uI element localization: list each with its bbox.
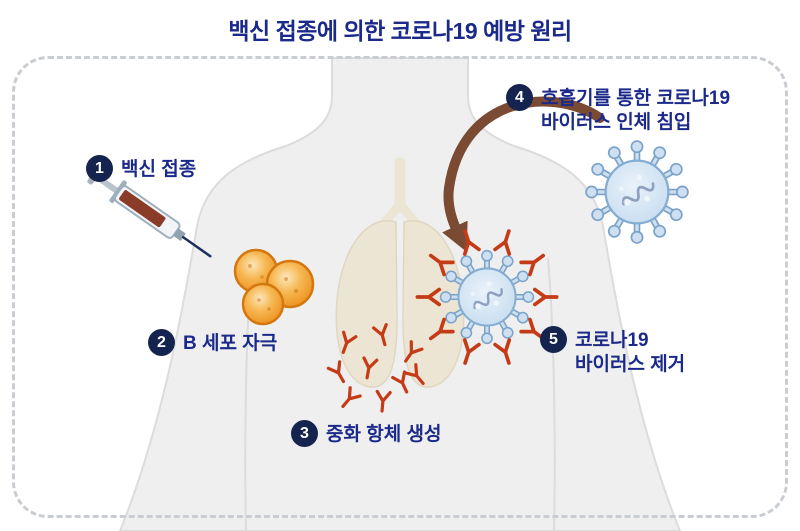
step-5-label-line-2: 바이러스 제거 (575, 353, 686, 375)
step-5: 5 코로나19 바이러스 제거 (540, 326, 685, 377)
body-silhouette (118, 57, 682, 531)
step-5-badge: 5 (540, 326, 567, 353)
step-3-label-line: 중화 항체 생성 (326, 424, 442, 445)
step-2-label: B 세포 자극 (183, 329, 277, 356)
step-1-label: 백신 접종 (121, 155, 196, 182)
step-5-label-line-1: 코로나19 (575, 330, 649, 351)
step-3: 3 중화 항체 생성 (291, 420, 441, 447)
step-4-label-line-2: 바이러스 인체 침입 (541, 111, 692, 133)
diagram-title: 백신 접종에 의한 코로나19 예방 원리 (228, 18, 572, 44)
virus-entry-arrow (442, 96, 605, 252)
step-1: 1 백신 접종 (86, 155, 196, 182)
step-4-label-line-1: 호흡기를 통한 코로나19 (541, 88, 731, 109)
step-4-badge: 4 (506, 84, 533, 111)
b-cell-icon (233, 248, 315, 326)
step-2-label-line: B 세포 자극 (183, 333, 278, 354)
step-3-label: 중화 항체 생성 (326, 420, 441, 447)
step-1-label-line: 백신 접종 (121, 159, 197, 180)
step-5-label: 코로나19 바이러스 제거 (575, 326, 685, 377)
step-2-badge: 2 (148, 329, 175, 356)
step-2: 2 B 세포 자극 (148, 329, 277, 356)
step-4-label: 호흡기를 통한 코로나19 바이러스 인체 침입 (541, 84, 730, 135)
step-1-badge: 1 (86, 155, 113, 182)
step-4: 4 호흡기를 통한 코로나19 바이러스 인체 침입 (506, 84, 730, 135)
step-3-badge: 3 (291, 420, 318, 447)
